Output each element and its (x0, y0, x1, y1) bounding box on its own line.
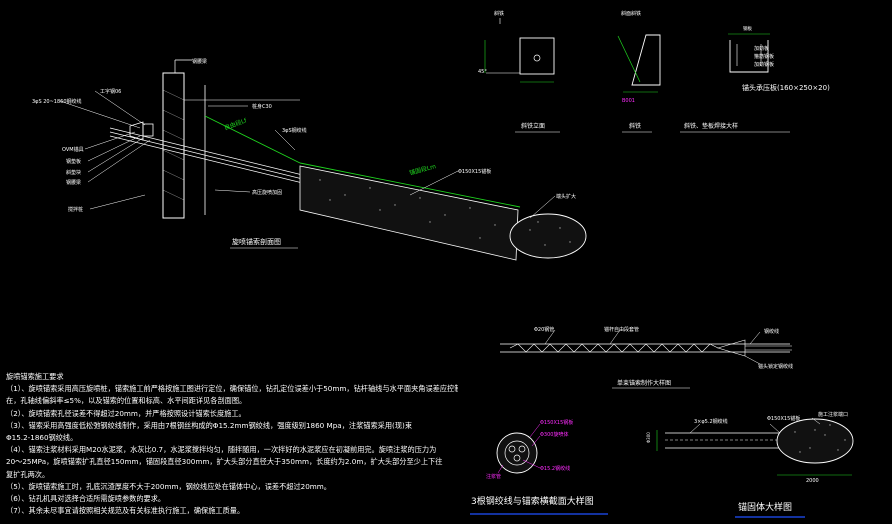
concrete-label: 桩身C30 (252, 103, 272, 110)
girder-label: 钢腰梁 (66, 179, 81, 186)
anchor-body-label-1: 3×φ5.2钢绞线 (694, 418, 728, 425)
anchor-body-detail: 3×φ5.2钢绞线 Φ150X15锚板 施工注浆端口 Φ300 2000 锚固体… (646, 411, 854, 518)
bracket-angle: 45° (478, 69, 487, 75)
ribs-item-2: 箍筋钢板 (754, 53, 774, 60)
notes-line-10: （6）、钻孔机具对选择合适所需旋喷参数的要求。 (6, 494, 166, 504)
construction-notes: 旋喷锚索施工要求 （1）、旋喷锚索采用高压旋喷桩，锚索施工前严格按施工图进行定位… (6, 371, 458, 517)
notes-line-11: （7）、其余未尽事宜请按照相关规范及有关标准执行施工，确保施工质量。 (6, 506, 245, 516)
notes-line-3: （2）、旋喷锚索孔径误差不得超过20mm，并严格按照设计锚索长度施工。 (6, 408, 246, 418)
pile-hatch (162, 89, 185, 201)
top-label: 钢腰梁 (192, 58, 207, 65)
washer-label: 钢垫板 (66, 158, 81, 165)
strand-label-2: 锚杆自由段套管 (604, 326, 639, 333)
anchor-body-dim: 2000 (806, 478, 819, 484)
single-strand-detail: Φ20钢管 锚杆自由段套管 钢绞线 锚头锁定钢绞线 单束锚索制作大样图 (500, 326, 793, 389)
pile-outline (162, 72, 185, 219)
section-outer (496, 432, 538, 474)
main-anchor-section: 钢腰梁 3φS 20~1860钢绞线 工字钢06 OVM锚具 钢垫板 斜垫块 钢… (32, 58, 587, 261)
leader-lines (59, 90, 556, 219)
notes-line-7: 20～25MPa，旋喷锚索扩孔直径150mm，锚固段直径300mm，扩大头部分直… (6, 457, 443, 467)
strand-label: 3φS 20~1860钢绞线 (32, 98, 82, 105)
ribs-note: 锚头承压板(160×250×20) (742, 83, 830, 92)
bracket-plan-caption: 斜铁立面 (521, 122, 545, 130)
ribs-item-3: 加劲钢板 (754, 61, 774, 68)
rib-u-plate (729, 40, 769, 73)
strand-label-3: 钢绞线 (764, 328, 779, 335)
anchor-grout-body (299, 165, 519, 261)
notes-title: 旋喷锚索施工要求 (6, 372, 64, 381)
notes-line-1: （1）、旋喷锚索采用高压旋喷桩，锚索施工前严格按施工图进行定位，确保锚位，钻孔定… (6, 384, 458, 394)
ribs-top-label: 钢板 (743, 25, 752, 32)
main-caption: 旋喷锚索剖面图 (232, 237, 281, 246)
anchor-body-bulb (776, 418, 854, 464)
wedge-shape (631, 34, 661, 86)
notes-line-5: Φ15.2-1860钢绞线。 (6, 433, 78, 443)
bracket-plate (519, 37, 555, 75)
cross-section-detail: Φ150X15钢板 Φ300旋喷体 Φ15.2钢绞线 注浆管 3根钢绞线与锚索横… (470, 419, 608, 515)
notes-line-2: 在，孔轴线偏斜率≤5%，以及锚索的位置和标高、水平间距详见各剖面图。 (6, 396, 247, 406)
ribs-caption: 斜铁、垫板焊接大样 (684, 122, 738, 130)
wedge-dim: B001 (622, 98, 635, 104)
section-label-1: Φ150X15钢板 (540, 419, 573, 426)
strand-zigzag (509, 343, 719, 353)
strand-label-1: Φ20钢管 (534, 326, 554, 333)
notes-line-8: 复扩孔两次。 (6, 469, 50, 479)
wedge-caption: 斜铁 (629, 122, 641, 130)
anchor-body-label-4: Φ300 (646, 432, 651, 443)
anchor-head (142, 123, 154, 137)
notes-line-9: （5）、旋喷锚索施工时，孔底沉渣厚度不大于200mm，钢绞线应处在锚体中心，误差… (6, 481, 331, 491)
pile-label: 搅拌桩 (68, 206, 83, 213)
section-caption: 3根钢绞线与锚索横截面大样图 (471, 495, 594, 507)
notes-line-6: （4）、锚索注浆材料采用M20水泥浆，水灰比0.7，水泥浆搅拌均匀，随拌随用，一… (6, 445, 437, 455)
anchor-body-label-3: 施工注浆端口 (818, 411, 848, 418)
wedge-detail: 斜面斜铁 B001 斜铁 (617, 10, 661, 133)
notes-line-4: （3）、锚索采用高强度低松弛钢绞线制作，采用由7根钢丝构成的Φ15.2mm钢绞线… (6, 420, 413, 430)
water-label: 高压旋喷加固 (252, 189, 282, 196)
ribs-item-1: 加劲板 (754, 45, 769, 52)
bracket-plan-detail: 斜铁 45° 斜铁立面 (478, 10, 560, 133)
anchor-length-label: 锚固段Lm (408, 162, 436, 177)
bracket-label: 斜铁 (494, 10, 504, 17)
wedge-top-label: 斜面斜铁 (621, 10, 641, 17)
free-length-label: 自由段Lf (223, 116, 249, 132)
steel-strand-label: 3φS钢绞线 (282, 127, 307, 134)
anchor-enlarged-end (509, 213, 587, 259)
strand-label-5: 锚头锁定钢绞线 (758, 363, 793, 370)
anchor-body-caption: 锚固体大样图 (738, 501, 792, 513)
section-label-4: 注浆管 (486, 473, 501, 480)
section-label-3: Φ15.2钢绞线 (540, 465, 570, 472)
wedge-label: 斜垫块 (66, 169, 81, 176)
grout-dots (319, 179, 571, 246)
strand-caption: 单束锚索制作大样图 (617, 379, 671, 387)
dimension-lines (204, 115, 521, 208)
anchor-device-label: OVM锚具 (62, 146, 84, 153)
steel-plate-label: 工字钢06 (100, 88, 121, 95)
end-label: 端头扩大 (556, 193, 576, 200)
section-label-2: Φ300旋喷体 (540, 431, 568, 438)
anchor-body-label-2: Φ150X15锚板 (767, 415, 800, 422)
rib-weld-detail: 钢板 加劲板 箍筋钢板 加劲钢板 锚头承压板(160×250×20) 斜铁、垫板… (680, 25, 830, 133)
bolt-label: Φ150X15锚板 (458, 168, 491, 175)
